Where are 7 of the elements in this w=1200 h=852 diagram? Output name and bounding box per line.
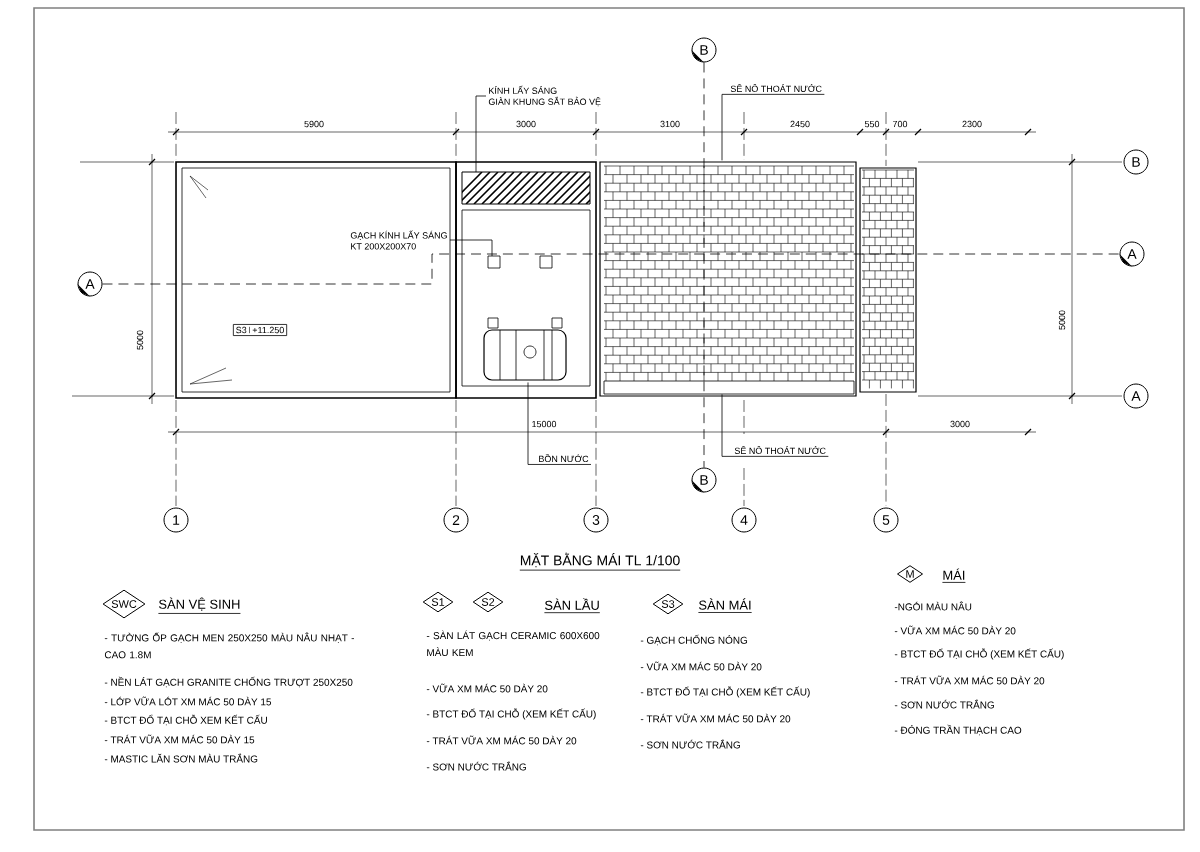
leader-line	[527, 382, 592, 465]
leader-line	[721, 93, 825, 161]
leader-line	[475, 95, 487, 173]
section-line	[703, 62, 705, 468]
leader-line	[721, 393, 829, 457]
leader-line	[449, 239, 493, 257]
section-line	[102, 253, 1120, 285]
